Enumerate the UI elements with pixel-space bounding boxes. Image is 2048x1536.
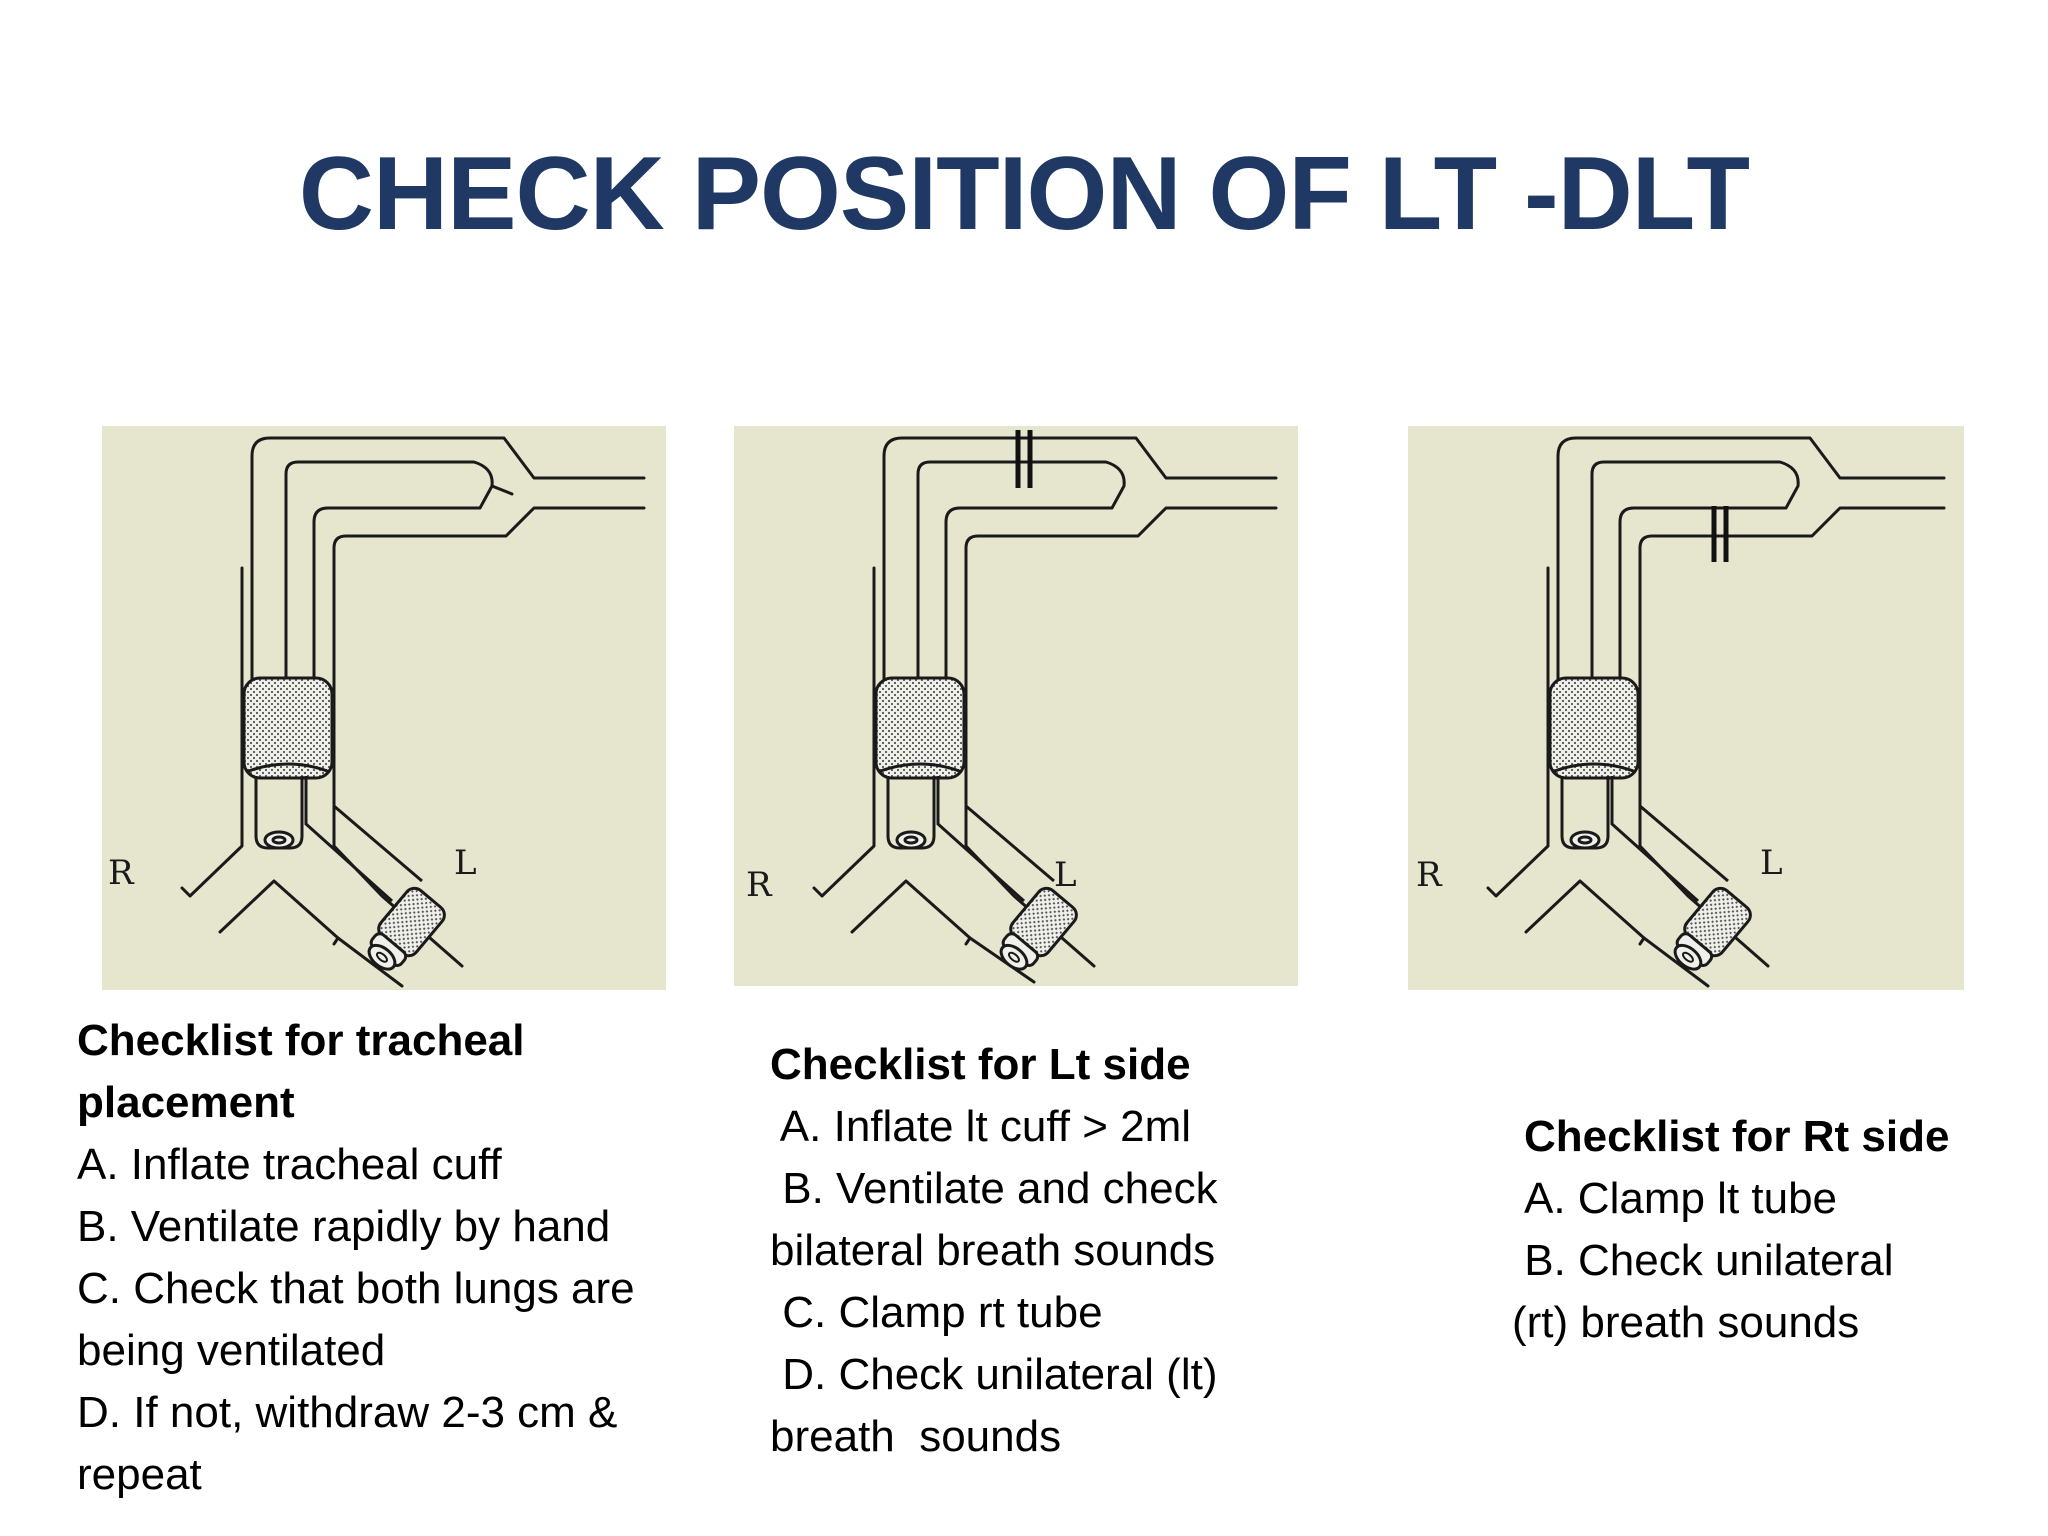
label-l: L <box>454 843 477 883</box>
checklist-item: A. Inflate tracheal cuff <box>77 1140 502 1189</box>
tracheal-cuff <box>242 676 334 780</box>
label-l: L <box>1760 843 1783 883</box>
checklist-item: (rt) breath sounds <box>1512 1298 1860 1347</box>
label-r: R <box>746 865 773 905</box>
diagram-left-side-check: R L <box>734 426 1298 986</box>
checklist-title: Checklist for tracheal <box>77 1016 525 1065</box>
checklist-item: repeat <box>77 1450 202 1499</box>
checklist-tracheal-placement: Checklist for tracheal placement A. Infl… <box>77 1010 717 1506</box>
dlt-diagram-svg: R L <box>746 430 1278 984</box>
clamp-mark <box>1015 430 1033 488</box>
checklist-item: bilateral breath sounds <box>770 1226 1216 1275</box>
label-l: L <box>1054 855 1077 895</box>
checklist-item: B. Ventilate and check <box>770 1164 1218 1213</box>
checklist-title: Checklist for Lt side <box>770 1040 1191 1089</box>
checklist-item: D. Check unilateral (lt) <box>770 1350 1218 1399</box>
label-r: R <box>108 853 135 893</box>
checklist-lt-side: Checklist for Lt side A. Inflate lt cuff… <box>770 1034 1330 1468</box>
diagram-right-side-check: R L <box>1408 426 1964 990</box>
checklist-item: B. Check unilateral <box>1512 1236 1894 1285</box>
checklist-title: placement <box>77 1078 295 1127</box>
diagram-tracheal-placement: R L <box>102 426 666 990</box>
checklist-rt-side: Checklist for Rt side A. Clamp lt tube B… <box>1512 1106 2032 1354</box>
dlt-diagram-svg: R L <box>1416 436 1946 988</box>
checklist-item: D. If not, withdraw 2-3 cm & <box>77 1388 618 1437</box>
slide-title: CHECK POSITION OF LT -DLT <box>298 136 1750 252</box>
checklist-item: B. Ventilate rapidly by hand <box>77 1202 611 1251</box>
checklist-item: C. Clamp rt tube <box>770 1288 1103 1337</box>
checklist-title: Checklist for Rt side <box>1524 1112 1950 1161</box>
label-r: R <box>1416 855 1443 895</box>
checklist-item: A. Inflate lt cuff > 2ml <box>770 1102 1192 1151</box>
dlt-diagram-svg: R L <box>108 436 646 988</box>
checklist-item: being ventilated <box>77 1326 386 1375</box>
checklist-item: C. Check that both lungs are <box>77 1264 635 1313</box>
checklist-item: breath sounds <box>770 1412 1062 1461</box>
checklist-item: A. Clamp lt tube <box>1524 1174 1838 1223</box>
clamp-mark <box>1711 506 1729 562</box>
